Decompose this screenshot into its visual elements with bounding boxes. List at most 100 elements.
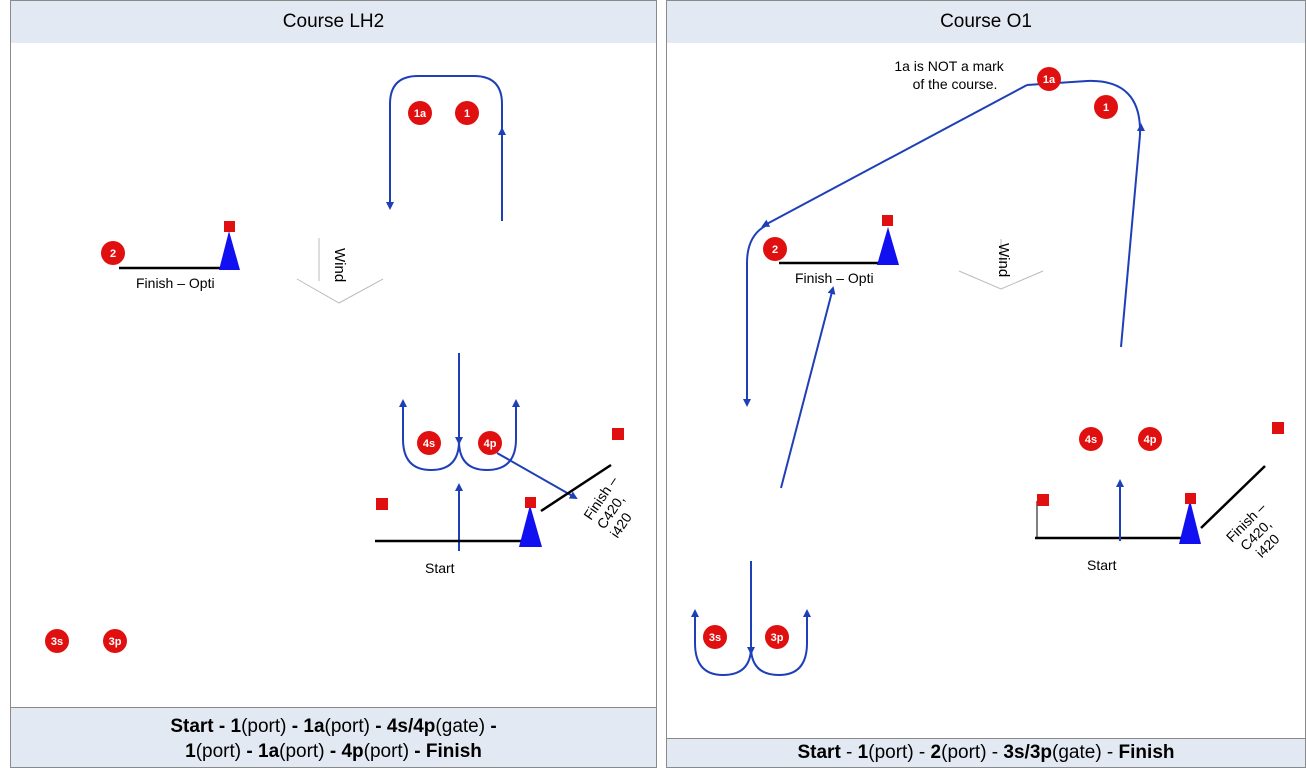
course-lh2-diagram: Finish – Opti Wind Start Finish – C420, … (45, 75, 649, 653)
flag-icon (882, 215, 893, 226)
mark-3p: 3p (103, 629, 127, 653)
svg-text:2: 2 (772, 244, 778, 256)
mark-1a: 1a (1037, 67, 1061, 91)
sequence-segment: (port) (324, 716, 370, 737)
sequence-segment: 1a (303, 716, 325, 737)
route-arrowhead (1137, 123, 1145, 131)
sequence-segment: (port) (868, 742, 914, 763)
sequence-segment: 1 (230, 716, 242, 737)
sequence-segment: (port) (195, 741, 242, 762)
course-lh2-sequence: Start - 1(port) - 1a(port) - 4s/4p(gate)… (11, 707, 656, 767)
course-o1-diagram: 1a is NOT a mark of the course. Finish –… (691, 58, 1294, 677)
committee-boat-icon (219, 231, 240, 270)
svg-text:1a: 1a (1043, 74, 1056, 86)
course-o1-panel: Course O1 1a is NOT a mark of the course… (666, 0, 1306, 768)
sequence-segment: - (485, 716, 497, 737)
svg-text:3s: 3s (709, 632, 721, 644)
course-o1-title: Course O1 (667, 1, 1305, 43)
sequence-segment: (gate) (1052, 742, 1102, 763)
route-rounding-1-1a (386, 75, 503, 221)
route-arrowhead (512, 399, 520, 407)
mark-1a: 1a (408, 101, 432, 125)
course-lh2-panel: Course LH2 Finish – Opti Wind (10, 0, 657, 768)
sequence-segment: 1 (185, 741, 196, 762)
route-arrowhead (691, 609, 699, 617)
sequence-segment: (port) (241, 716, 287, 737)
mark-4s: 4s (417, 431, 441, 455)
sequence-segment: 1a (258, 741, 280, 762)
note-line-2: of the course. (913, 76, 998, 92)
mark-4p: 4p (478, 431, 502, 455)
sequence-line-2: 1(port) - 1a(port) - 4p(port) - Finish (11, 739, 656, 764)
sequence-segment: 3s/3p (1003, 742, 1053, 763)
sequence-segment: - (241, 741, 258, 762)
sequence-segment: - (986, 742, 1004, 763)
route-rounding-2 (743, 224, 768, 407)
course-lh2-title: Course LH2 (11, 1, 656, 43)
sequence-segment: 1 (857, 742, 869, 763)
sequence-segment: Finish (425, 741, 482, 762)
svg-text:4s: 4s (1085, 434, 1097, 446)
wind-indicator: Wind (296, 238, 384, 304)
note-line-1: 1a is NOT a mark (894, 58, 1004, 74)
sequence-segment: 2 (930, 742, 942, 763)
svg-text:3s: 3s (51, 636, 63, 648)
svg-text:3p: 3p (771, 632, 784, 644)
sequence-segment: (gate) (435, 716, 486, 737)
sequence-segment: - (1101, 742, 1119, 763)
mark-3s: 3s (703, 625, 727, 649)
finish-c420-label: Finish – C420, i420 (1223, 496, 1294, 567)
mark-4s: 4s (1079, 427, 1103, 451)
route-start-to-1 (1120, 134, 1141, 348)
sequence-segment: - (913, 742, 931, 763)
route-gate-to-opti (780, 286, 836, 489)
route-arrowhead (399, 399, 407, 407)
finish-c420-label: Finish – C420, i420 (580, 470, 649, 541)
route-rounding-1 (1026, 79, 1142, 136)
mark-3p: 3p (765, 625, 789, 649)
route-arrowhead (803, 609, 811, 617)
flag-icon (1185, 493, 1196, 504)
svg-text:4p: 4p (1144, 434, 1157, 446)
finish-opti-label: Finish – Opti (136, 275, 215, 291)
sequence-segment: - (324, 741, 342, 762)
wind-indicator: Wind (958, 239, 1044, 290)
finish-opti-label: Finish – Opti (795, 270, 874, 286)
svg-text:1a: 1a (414, 108, 427, 120)
committee-boat-icon (1179, 500, 1201, 544)
sequence-segment: (port) (941, 742, 987, 763)
mark-3s: 3s (45, 629, 69, 653)
course-o1-sequence: Start - 1(port) - 2(port) - 3s/3p(gate) … (667, 738, 1305, 767)
note-text: 1a is NOT a mark of the course. (894, 58, 1007, 92)
start-label: Start (425, 560, 455, 576)
svg-text:1: 1 (464, 108, 470, 120)
mark-4p: 4p (1138, 427, 1162, 451)
mark-1: 1 (455, 101, 479, 125)
sequence-segment: Start (797, 742, 841, 763)
committee-boat-icon (877, 227, 899, 265)
route-to-finish (496, 452, 578, 499)
route-arrowhead (498, 127, 506, 135)
sequence-segment: Finish (1118, 742, 1175, 763)
sequence-segment: - (840, 742, 858, 763)
route-gate-3s-3p (694, 613, 808, 677)
sequence-segment: - (286, 716, 304, 737)
sequence-segment: - (409, 741, 426, 762)
sequence-line-1: Start - 1(port) - 1a(port) - 4s/4p(gate)… (11, 714, 656, 739)
sequence-segment: (port) (279, 741, 325, 762)
sequence-segment: (port) (363, 741, 410, 762)
mark-1: 1 (1094, 95, 1118, 119)
pin-flag-icon (376, 498, 388, 510)
sequence-segment: - (369, 716, 387, 737)
finish-flag-icon (612, 428, 624, 440)
flag-icon (525, 497, 536, 508)
flag-icon (224, 221, 235, 232)
pin-flag-icon (1037, 494, 1049, 506)
finish-c420-line (1200, 465, 1266, 529)
sequence-segment: 4p (341, 741, 364, 762)
finish-c420-line (540, 463, 612, 513)
svg-text:4s: 4s (423, 438, 435, 450)
committee-boat-icon (519, 505, 542, 547)
mark-2: 2 (101, 241, 125, 265)
mark-2: 2 (763, 237, 787, 261)
